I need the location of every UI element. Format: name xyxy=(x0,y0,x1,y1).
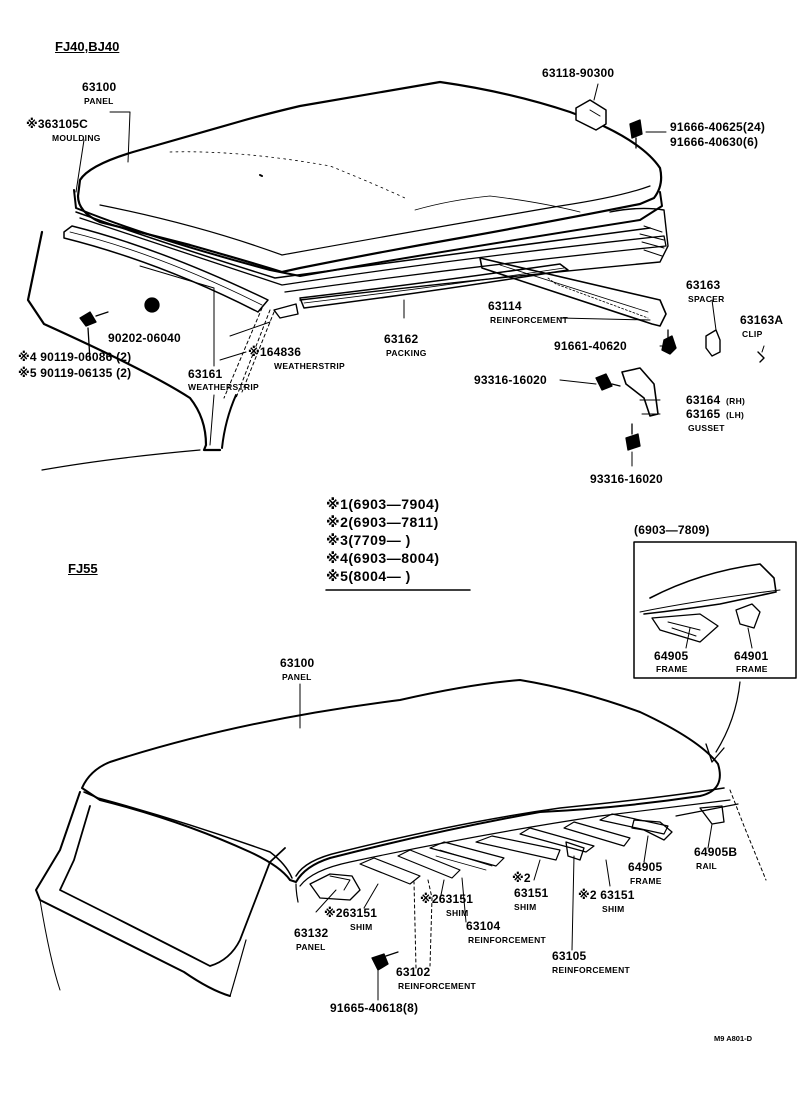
name-panel-63132: PANEL xyxy=(296,942,326,952)
roof-panel-bottom xyxy=(81,679,721,883)
label-63114: 63114 xyxy=(488,299,522,313)
name-weatherstrip-1: WEATHERSTRIP xyxy=(274,361,345,371)
label-91661: 91661-40620 xyxy=(554,339,627,353)
packing-63162 xyxy=(299,263,569,309)
label-shim-3a: ※2 xyxy=(512,871,531,885)
name-reinforcement-63104: REINFORCEMENT xyxy=(468,935,547,945)
name-packing: PACKING xyxy=(386,348,427,358)
weatherstrip-63161 xyxy=(63,225,269,313)
name-frame-inset-2: FRAME xyxy=(736,664,768,674)
label-63165-lh: (LH) xyxy=(726,410,745,420)
label-64905-bottom: 64905 xyxy=(628,860,663,874)
bolt-93316-a xyxy=(595,373,621,391)
name-reinforcement-63102: REINFORCEMENT xyxy=(398,981,477,991)
name-frame-inset-1: FRAME xyxy=(656,664,688,674)
label-shim-2: ※263151 xyxy=(420,892,474,906)
label-shim-4: ※2 63151 xyxy=(578,888,635,902)
bolt-91665 xyxy=(371,951,399,971)
label-shim-3b: 63151 xyxy=(514,886,549,900)
label-90119-4: ※4 90119-06086 (2) xyxy=(18,350,132,364)
label-63104: 63104 xyxy=(466,919,501,933)
body-outline-top xyxy=(26,230,222,452)
label-93316-b: 93316-16020 xyxy=(590,472,663,486)
label-63100-bottom: 63100 xyxy=(280,656,315,670)
name-shim-3: SHIM xyxy=(514,902,537,912)
label-63105: 63105 xyxy=(552,949,587,963)
label-91666-b: 91666-40630(6) xyxy=(670,135,759,149)
inset-drawing xyxy=(633,541,797,763)
label-91666-a: 91666-40625(24) xyxy=(670,120,766,134)
name-frame-bottom: FRAME xyxy=(630,876,662,886)
name-moulding: MOULDING xyxy=(52,133,101,143)
label-63165: 63165 xyxy=(686,407,721,421)
label-64905b: 64905B xyxy=(694,845,738,859)
reinforcement-63114 xyxy=(479,257,667,327)
bottom-section-drawing xyxy=(35,679,767,1001)
label-63162: 63162 xyxy=(384,332,419,346)
label-64901: 64901 xyxy=(734,649,769,663)
label-63118: 63118-90300 xyxy=(542,66,615,80)
name-reinforcement-top: REINFORCEMENT xyxy=(490,315,569,325)
footer-code: M9 A801-D xyxy=(714,1034,753,1043)
name-shim-4: SHIM xyxy=(602,904,625,914)
label-64905-inset: 64905 xyxy=(654,649,689,663)
label-63161: 63161 xyxy=(188,367,223,381)
name-panel-bottom: PANEL xyxy=(282,672,312,682)
name-weatherstrip-2: WEATHERSTRIP xyxy=(188,382,259,392)
inset-title: (6903—7809) xyxy=(634,523,710,537)
label-shim-1: ※263151 xyxy=(324,906,378,920)
screw-90119 xyxy=(79,311,109,361)
section-title-bottom: FJ55 xyxy=(68,561,98,576)
bolt-91661 xyxy=(661,329,677,355)
name-panel-top: PANEL xyxy=(84,96,114,106)
name-spacer: SPACER xyxy=(688,294,725,304)
nut-90202 xyxy=(144,297,160,313)
label-90119-5: ※5 90119-06135 (2) xyxy=(18,366,132,380)
gusset-63164 xyxy=(621,367,659,417)
label-63100-top: 63100 xyxy=(82,80,117,94)
legend-item-5: ※5(8004— ) xyxy=(326,568,411,584)
name-reinforcement-63105: REINFORCEMENT xyxy=(552,965,631,975)
roof-panel-top xyxy=(76,80,663,274)
legend-item-2: ※2(6903—7811) xyxy=(326,514,439,530)
legend-item-3: ※3(7709— ) xyxy=(326,532,411,548)
moulding-band xyxy=(73,189,663,277)
label-90202: 90202-06040 xyxy=(108,331,181,345)
name-shim-1: SHIM xyxy=(350,922,373,932)
label-64836: ※164836 xyxy=(248,345,302,359)
legend-item-4: ※4(6903—8004) xyxy=(326,550,440,566)
label-63105c: ※363105C xyxy=(26,117,88,131)
bolt-93316-b xyxy=(625,423,641,451)
bracket-63118 xyxy=(575,99,607,131)
section-title-top: FJ40,BJ40 xyxy=(55,39,120,54)
top-section-drawing xyxy=(26,80,765,471)
reinforcement-row xyxy=(359,813,669,885)
clip-63163a xyxy=(757,351,765,363)
label-63164-rh: (RH) xyxy=(726,396,746,406)
label-63102: 63102 xyxy=(396,965,431,979)
name-clip: CLIP xyxy=(742,329,763,339)
name-rail: RAIL xyxy=(696,861,718,871)
legend-item-1: ※1(6903—7904) xyxy=(326,496,440,512)
bolt-91666 xyxy=(629,119,643,149)
spacer-63163 xyxy=(705,329,721,357)
label-63163: 63163 xyxy=(686,278,721,292)
body-outline-bottom xyxy=(35,791,231,997)
name-shim-2: SHIM xyxy=(446,908,469,918)
label-63163a: 63163A xyxy=(740,313,784,327)
label-93316-a: 93316-16020 xyxy=(474,373,547,387)
inset-arrow xyxy=(715,681,741,753)
label-91665: 91665-40618(8) xyxy=(330,1001,419,1015)
name-gusset: GUSSET xyxy=(688,423,725,433)
label-63132: 63132 xyxy=(294,926,329,940)
label-63164: 63164 xyxy=(686,393,721,407)
